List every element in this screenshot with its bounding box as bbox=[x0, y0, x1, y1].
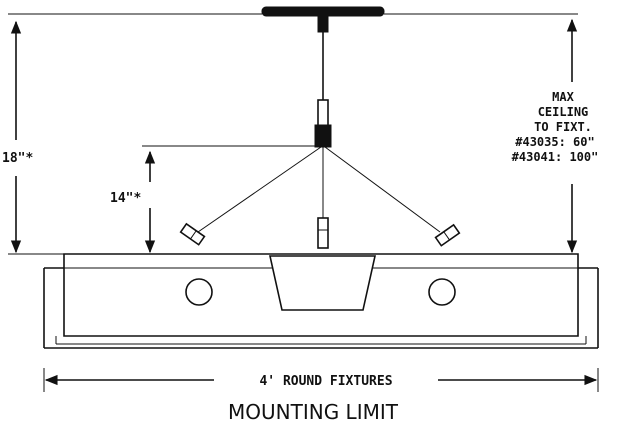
suspension-cables bbox=[197, 146, 441, 233]
overall-height-dimension bbox=[8, 13, 262, 254]
svg-text:#43041: 100": #43041: 100" bbox=[512, 150, 599, 164]
cable-height-label: 14"* bbox=[110, 191, 141, 206]
max-ceiling-dimension bbox=[384, 13, 578, 254]
fixture-length-dimension bbox=[43, 368, 599, 392]
cable-grippers bbox=[179, 217, 461, 249]
cable-height-dimension bbox=[142, 145, 315, 254]
light-fixture bbox=[43, 253, 599, 349]
overall-height-label: 18"* bbox=[2, 151, 33, 166]
ceiling-canopy bbox=[261, 6, 385, 17]
svg-text:TO FIXT.: TO FIXT. bbox=[534, 120, 592, 134]
diagram-caption: MOUNTING LIMIT bbox=[228, 400, 399, 424]
svg-text:#43035: 60": #43035: 60" bbox=[515, 135, 594, 149]
svg-text:CEILING: CEILING bbox=[538, 105, 589, 119]
max-ceiling-note: MAX CEILING TO FIXT. #43035: 60" #43041:… bbox=[512, 90, 599, 164]
knockout-left bbox=[185, 278, 213, 306]
fixture-length-label: 4' ROUND FIXTURES bbox=[259, 374, 392, 389]
svg-text:MAX: MAX bbox=[552, 90, 574, 104]
knockout-right bbox=[428, 278, 456, 306]
suspension-stem bbox=[314, 15, 332, 148]
